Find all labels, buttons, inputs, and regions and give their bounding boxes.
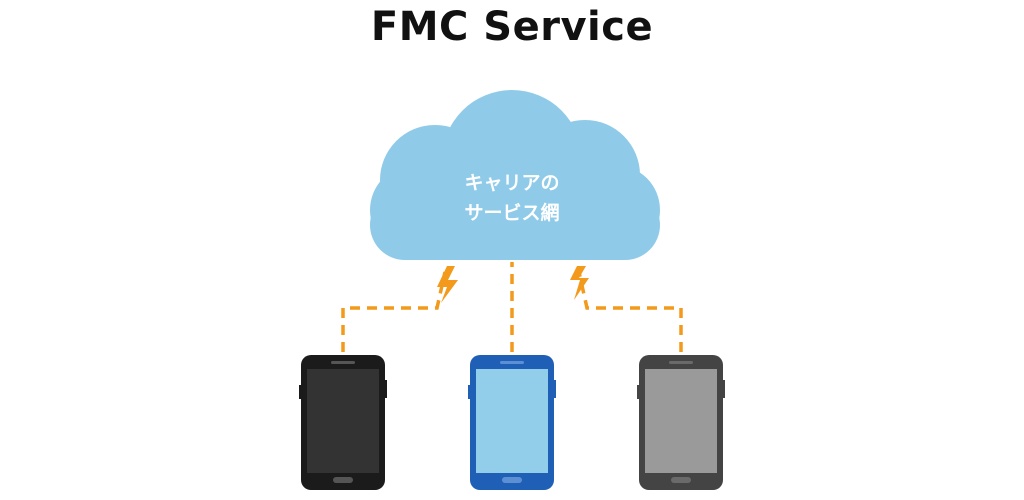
lightning-icon — [437, 266, 458, 303]
diagram-title: FMC Service — [370, 4, 654, 50]
connection-line-right — [577, 271, 683, 352]
smartphone-icon — [637, 355, 725, 490]
cloud-label-line1: キャリアの — [464, 172, 559, 194]
cloud-label-line2: サービス網 — [464, 201, 559, 224]
cloud-shape — [370, 90, 660, 260]
smartphone-icon — [468, 355, 556, 490]
smartphone-icon — [299, 355, 387, 490]
connection-line-left — [341, 271, 447, 352]
carrier-cloud: キャリアの サービス網 — [370, 90, 660, 260]
lightning-icon — [570, 266, 589, 300]
connection-lines — [341, 262, 683, 352]
